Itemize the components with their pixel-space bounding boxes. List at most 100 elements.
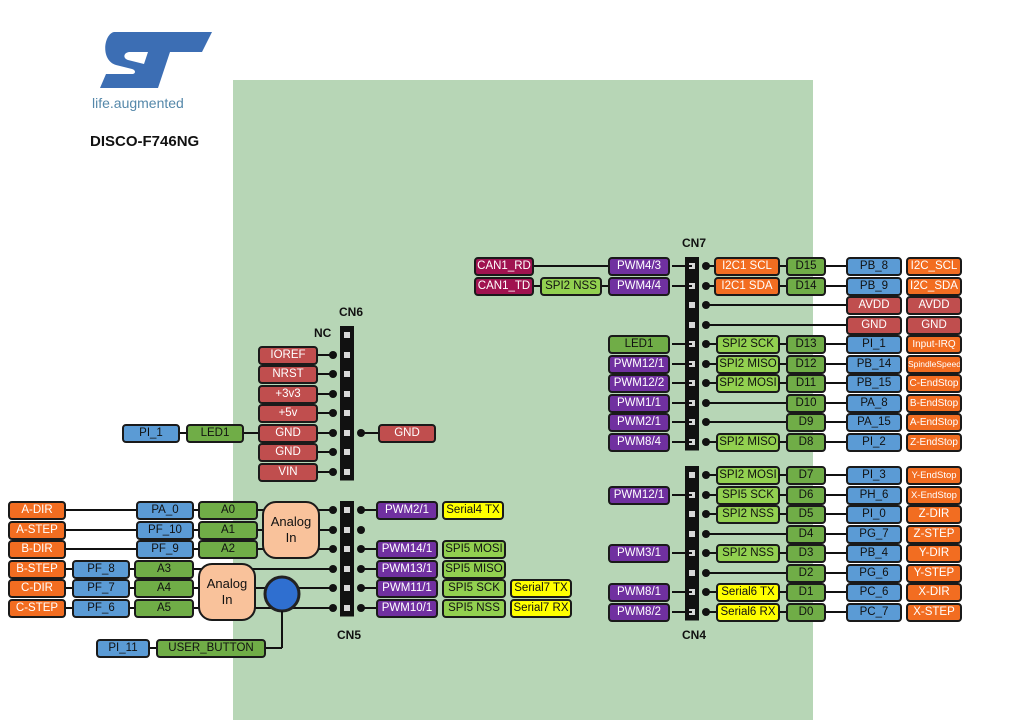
function-label: Z-EndStop: [906, 433, 962, 452]
port-label: PG_6: [846, 564, 902, 583]
header-pin: [689, 472, 695, 478]
power-pin-label: IOREF: [258, 346, 318, 365]
analog-pin-label: A4: [134, 579, 194, 598]
pwm-label: PWM2/1: [376, 501, 438, 520]
function-label: GND: [906, 316, 962, 335]
nc-label: NC: [314, 326, 331, 340]
cn4-header: [685, 466, 699, 621]
pwm-label: PWM8/2: [608, 603, 670, 622]
can-label: CAN1_TD: [474, 277, 534, 296]
header-pin: [344, 546, 350, 552]
function-label: AVDD: [906, 296, 962, 315]
function-label: Y-DIR: [906, 544, 962, 563]
cn6-header: [340, 326, 354, 481]
analog-in-box-lower: Analog In: [198, 563, 256, 621]
digital-pin-label: D15: [786, 257, 826, 276]
digital-pin-label: D9: [786, 413, 826, 432]
spi-label: SPI2 MISO: [716, 355, 780, 374]
port-label: PF_9: [136, 540, 194, 559]
pwm-label: LED1: [608, 335, 670, 354]
cn4-header-label: CN4: [682, 628, 706, 642]
header-pin: [344, 410, 350, 416]
header-pin: [689, 570, 695, 576]
function-label: C-DIR: [8, 579, 66, 598]
header-pin: [344, 332, 350, 338]
power-pin-label: NRST: [258, 365, 318, 384]
function-label: SpindleSpeed: [906, 355, 962, 374]
port-label: PB_8: [846, 257, 902, 276]
digital-pin-label: D10: [786, 394, 826, 413]
function-label: Y-STEP: [906, 564, 962, 583]
port-label: PF_7: [72, 579, 130, 598]
function-label: A-DIR: [8, 501, 66, 520]
port-label: PA_8: [846, 394, 902, 413]
spi-label: SPI2 MISO: [716, 433, 780, 452]
header-pin: [344, 527, 350, 533]
serial-label: Serial7 RX: [510, 599, 572, 618]
header-pin: [689, 511, 695, 517]
port-label: PA_0: [136, 501, 194, 520]
header-pin: [344, 469, 350, 475]
pwm-label: PWM8/4: [608, 433, 670, 452]
header-pin: [344, 605, 350, 611]
serial-label: Serial4 TX: [442, 501, 504, 520]
function-label: B-EndStop: [906, 394, 962, 413]
gnd-label: GND: [378, 424, 436, 443]
pwm-label: PWM4/3: [608, 257, 670, 276]
can-label: CAN1_RD: [474, 257, 534, 276]
user-button-icon: [265, 577, 299, 611]
digital-pin-label: D5: [786, 505, 826, 524]
analog-in-box-upper: Analog In: [262, 501, 320, 559]
spi-label: SPI5 SCK: [716, 486, 780, 505]
digital-pin-label: D7: [786, 466, 826, 485]
header-pin: [344, 352, 350, 358]
header-pin: [344, 449, 350, 455]
digital-pin-label: D8: [786, 433, 826, 452]
analog-pin-label: A2: [198, 540, 258, 559]
digital-pin-label: D4: [786, 525, 826, 544]
i2c-label: I2C1 SCL: [714, 257, 780, 276]
i2c-label: I2C1 SDA: [714, 277, 780, 296]
spi-label: SPI2 NSS: [716, 544, 780, 563]
port-label: PI_3: [846, 466, 902, 485]
digital-pin-label: D11: [786, 374, 826, 393]
port-label: PG_7: [846, 525, 902, 544]
spi-label: SPI5 MISO: [442, 560, 506, 579]
pwm-label: PWM8/1: [608, 583, 670, 602]
analog-pin-label: A0: [198, 501, 258, 520]
port-label: PF_6: [72, 599, 130, 618]
pwm-label: PWM2/1: [608, 413, 670, 432]
pwm-label: PWM11/1: [376, 579, 438, 598]
digital-pin-label: D0: [786, 603, 826, 622]
port-label: PB_14: [846, 355, 902, 374]
function-label: I2C_SCL: [906, 257, 962, 276]
analog-pin-label: A5: [134, 599, 194, 618]
spi-label: SPI5 NSS: [442, 599, 506, 618]
port-label: PI_0: [846, 505, 902, 524]
spi-label: SPI2 NSS: [540, 277, 602, 296]
port-label: PF_8: [72, 560, 130, 579]
function-label: C-STEP: [8, 599, 66, 618]
analog-pin-label: A1: [198, 521, 258, 540]
port-label: PB_15: [846, 374, 902, 393]
power-pin-label: GND: [258, 443, 318, 462]
port-label: AVDD: [846, 296, 902, 315]
function-label: B-STEP: [8, 560, 66, 579]
cn5-header-label: CN5: [337, 628, 361, 642]
pwm-label: PWM12/1: [608, 355, 670, 374]
header-pin: [689, 302, 695, 308]
function-label: Y-EndStop: [906, 466, 962, 485]
function-label: Z-STEP: [906, 525, 962, 544]
power-pin-label: +5v: [258, 404, 318, 423]
function-label: C-EndStop: [906, 374, 962, 393]
port-label: PB_4: [846, 544, 902, 563]
function-label: X-STEP: [906, 603, 962, 622]
digital-pin-label: D3: [786, 544, 826, 563]
led-label: LED1: [186, 424, 244, 443]
header-pin: [344, 391, 350, 397]
spi-label: SPI2 SCK: [716, 335, 780, 354]
pwm-label: PWM12/1: [608, 486, 670, 505]
header-pin: [344, 507, 350, 513]
power-pin-label: VIN: [258, 463, 318, 482]
spi-label: SPI5 MOSI: [442, 540, 506, 559]
